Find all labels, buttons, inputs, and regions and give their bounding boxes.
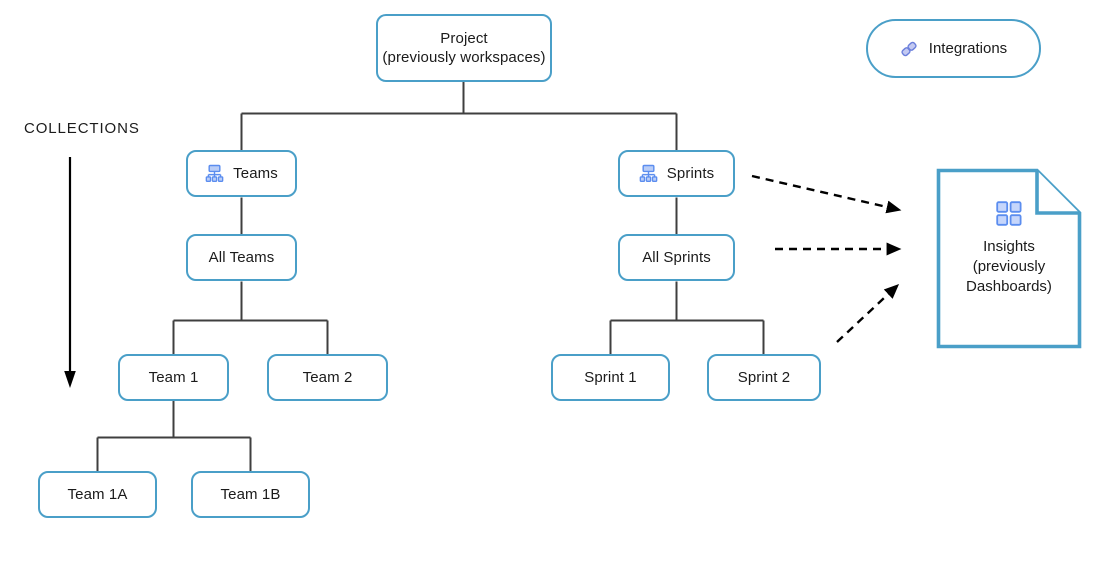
org-chart-icon: [639, 164, 658, 183]
node-team-1[interactable]: Team 1: [118, 354, 229, 401]
node-sprint-1[interactable]: Sprint 1: [551, 354, 670, 401]
node-all-teams[interactable]: All Teams: [186, 234, 297, 281]
node-all-teams-label: All Teams: [208, 248, 275, 266]
node-team-1-label: Team 1: [148, 368, 199, 386]
node-all-sprints[interactable]: All Sprints: [618, 234, 735, 281]
node-team-1b[interactable]: Team 1B: [191, 471, 310, 518]
node-project[interactable]: Project (previously workspaces): [376, 14, 552, 82]
node-team-1a[interactable]: Team 1A: [38, 471, 157, 518]
node-teams-label: Teams: [233, 164, 278, 182]
node-team-2-label: Team 2: [302, 368, 353, 386]
collections-label: COLLECTIONS: [24, 120, 140, 137]
node-teams[interactable]: Teams: [186, 150, 297, 197]
link-icon: [900, 40, 918, 58]
node-integrations[interactable]: Integrations: [866, 19, 1041, 78]
node-sprints-label: Sprints: [666, 164, 715, 182]
node-integrations-label: Integrations: [928, 40, 1008, 57]
node-sprint-2[interactable]: Sprint 2: [707, 354, 821, 401]
node-team-2[interactable]: Team 2: [267, 354, 388, 401]
node-insights[interactable]: Insights (previously Dashboards): [936, 168, 1082, 349]
org-chart-icon: [205, 164, 224, 183]
node-sprint-1-label: Sprint 1: [584, 368, 637, 386]
node-sprint-2-label: Sprint 2: [737, 368, 791, 386]
edge-sprint2-to-insights: [836, 284, 900, 343]
node-team-1b-label: Team 1B: [220, 485, 281, 503]
document-shape: [936, 168, 1082, 349]
collections-arrow: [64, 157, 76, 388]
edge-sprints-to-insights: [751, 174, 902, 214]
node-sprints[interactable]: Sprints: [618, 150, 735, 197]
node-all-sprints-label: All Sprints: [642, 248, 711, 266]
node-team-1a-label: Team 1A: [67, 485, 128, 503]
node-project-label: Project (previously workspaces): [382, 29, 546, 66]
